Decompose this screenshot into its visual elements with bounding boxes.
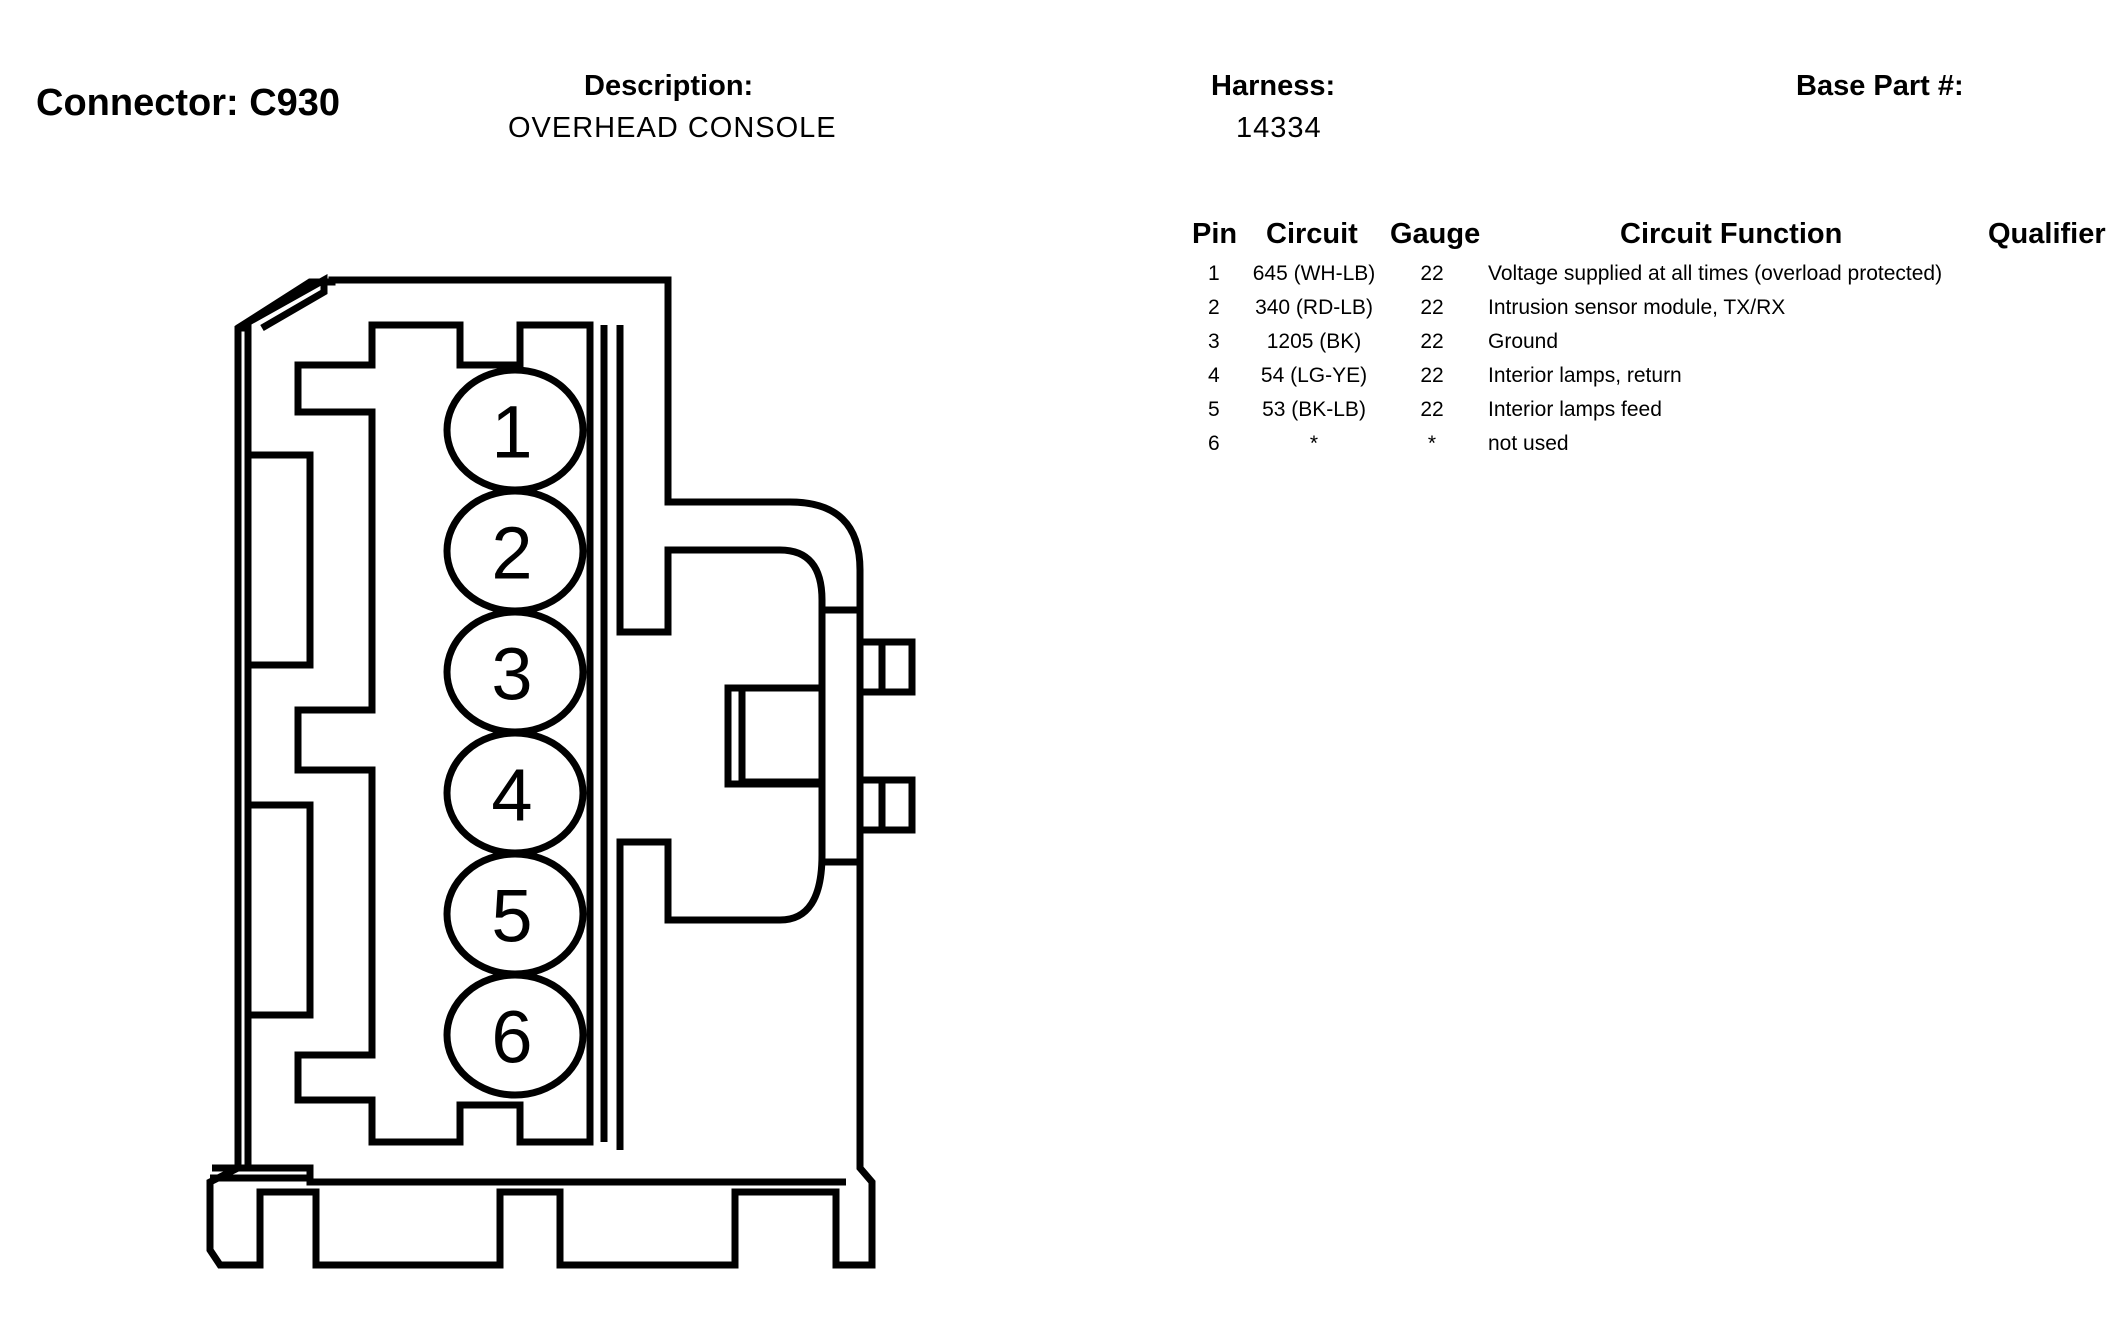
pin-number: 2 <box>1208 296 1220 319</box>
wire-gauge: 22 <box>1420 296 1444 319</box>
description-label: Description: <box>584 70 754 102</box>
column-header-circuit-function: Circuit Function <box>1620 218 1843 250</box>
pin-1-label: 1 <box>491 391 532 474</box>
circuit-id: * <box>1309 432 1319 455</box>
circuit-function: Intrusion sensor module, TX/RX <box>1488 296 1786 319</box>
wire-gauge: * <box>1427 432 1437 455</box>
harness-label: Harness: <box>1211 70 1336 102</box>
circuit-id: 340 (RD-LB) <box>1255 296 1373 319</box>
peg-upper <box>860 638 916 696</box>
pin-3: 3 <box>443 608 587 736</box>
pin-6-label: 6 <box>491 996 532 1079</box>
wire-gauge: 22 <box>1420 262 1444 285</box>
wire-gauge: 22 <box>1420 330 1444 353</box>
pin-number: 3 <box>1208 330 1220 353</box>
peg-lower <box>860 776 916 834</box>
column-header-gauge: Gauge <box>1390 218 1481 250</box>
harness-value: 14334 <box>1236 112 1322 144</box>
circuit-function: not used <box>1488 432 1569 455</box>
pin-1: 1 <box>443 366 587 494</box>
circuit-id: 645 (WH-LB) <box>1252 262 1376 285</box>
circuit-id: 1205 (BK) <box>1266 330 1362 353</box>
base-part-label: Base Part #: <box>1796 70 1964 102</box>
connector-title: Connector: C930 <box>36 82 341 124</box>
pin-5: 5 <box>443 850 587 978</box>
left-rib-upper <box>250 451 314 669</box>
circuit-function: Voltage supplied at all times (overload … <box>1488 262 1943 285</box>
pin-2-label: 2 <box>491 512 532 595</box>
pin-5-label: 5 <box>491 875 532 958</box>
pin-3-label: 3 <box>491 633 532 716</box>
circuit-function: Interior lamps feed <box>1488 398 1662 421</box>
pin-cavity <box>294 321 594 1146</box>
connector-housing <box>206 274 916 1269</box>
housing-outline <box>206 276 876 1269</box>
left-wall <box>238 324 252 1168</box>
left-rib-lower <box>250 801 314 1019</box>
pin-4-label: 4 <box>491 754 532 837</box>
column-header-pin: Pin <box>1192 218 1238 250</box>
latch-arm <box>616 325 826 1150</box>
column-header-circuit: Circuit <box>1266 218 1358 250</box>
circuit-id: 54 (LG-YE) <box>1260 364 1368 387</box>
circuit-function: Interior lamps, return <box>1488 364 1682 387</box>
pin-2: 2 <box>443 487 587 615</box>
column-header-qualifier: Qualifier <box>1988 218 2106 250</box>
pin-number: 4 <box>1208 364 1220 387</box>
wire-gauge: 22 <box>1420 364 1444 387</box>
pin-6: 6 <box>443 971 587 1099</box>
pin-number: 6 <box>1208 432 1220 455</box>
description-value: OVERHEAD CONSOLE <box>508 112 837 144</box>
housing-chamfer <box>236 274 328 332</box>
wire-gauge: 22 <box>1420 398 1444 421</box>
circuit-id: 53 (BK-LB) <box>1262 398 1366 421</box>
circuit-function: Ground <box>1488 330 1559 353</box>
pin-number: 5 <box>1208 398 1220 421</box>
pin-4: 4 <box>443 729 587 857</box>
pin-array: 1 2 3 4 5 6 <box>443 366 587 1099</box>
pin-number: 1 <box>1208 262 1220 285</box>
pin-6-circle <box>443 971 587 1099</box>
